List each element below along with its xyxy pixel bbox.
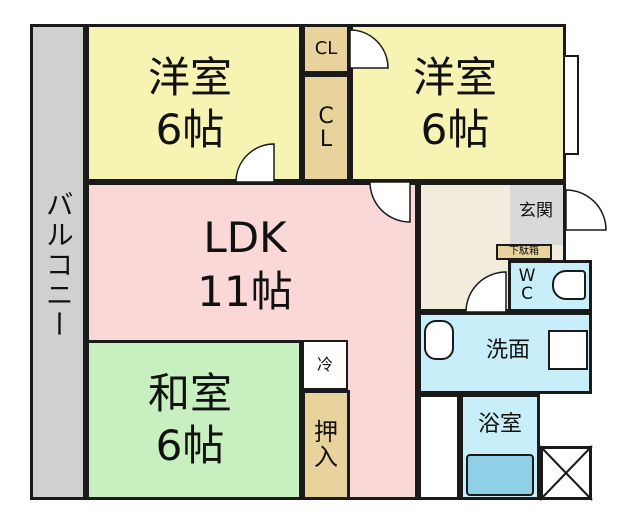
western-room-right-size: 6帖 <box>420 104 490 154</box>
closet-side <box>302 74 350 182</box>
japanese-room-name: 和室 <box>147 368 232 418</box>
window-right <box>563 55 579 155</box>
balcony-label: バルコニー <box>41 190 75 340</box>
entrance-floor <box>510 185 563 245</box>
wc <box>508 260 592 312</box>
wc-label: W C <box>518 266 536 304</box>
kitchen-counter <box>418 394 460 500</box>
washing-machine-icon <box>548 330 588 370</box>
western-room-left-name: 洋室 <box>147 52 232 102</box>
closet-side-label: C L <box>318 103 334 152</box>
western-room-right-name: 洋室 <box>412 52 497 102</box>
shoe-box-label: 下駄箱 <box>509 245 539 257</box>
sink-icon <box>424 320 454 360</box>
fridge-label: 冷 <box>316 354 333 374</box>
japanese-room <box>86 340 302 500</box>
western-room-left-size: 6帖 <box>155 104 225 154</box>
ldk-size: 11帖 <box>197 266 293 316</box>
oshiire <box>302 390 350 500</box>
bathtub-icon <box>466 454 534 496</box>
balcony <box>30 24 86 500</box>
entrance-label: 玄関 <box>519 201 553 222</box>
fridge-space <box>302 340 348 390</box>
shoe-box <box>496 244 552 260</box>
closet-top-label: CL <box>314 37 338 59</box>
japanese-room-size: 6帖 <box>155 420 225 470</box>
ldk-name: LDK <box>203 212 287 262</box>
washroom-label: 洗面 <box>485 338 530 364</box>
toilet-icon <box>552 270 586 300</box>
closet-top <box>302 24 350 74</box>
oshiire-label: 押 入 <box>314 417 338 471</box>
bathroom-label: 浴室 <box>477 412 522 438</box>
